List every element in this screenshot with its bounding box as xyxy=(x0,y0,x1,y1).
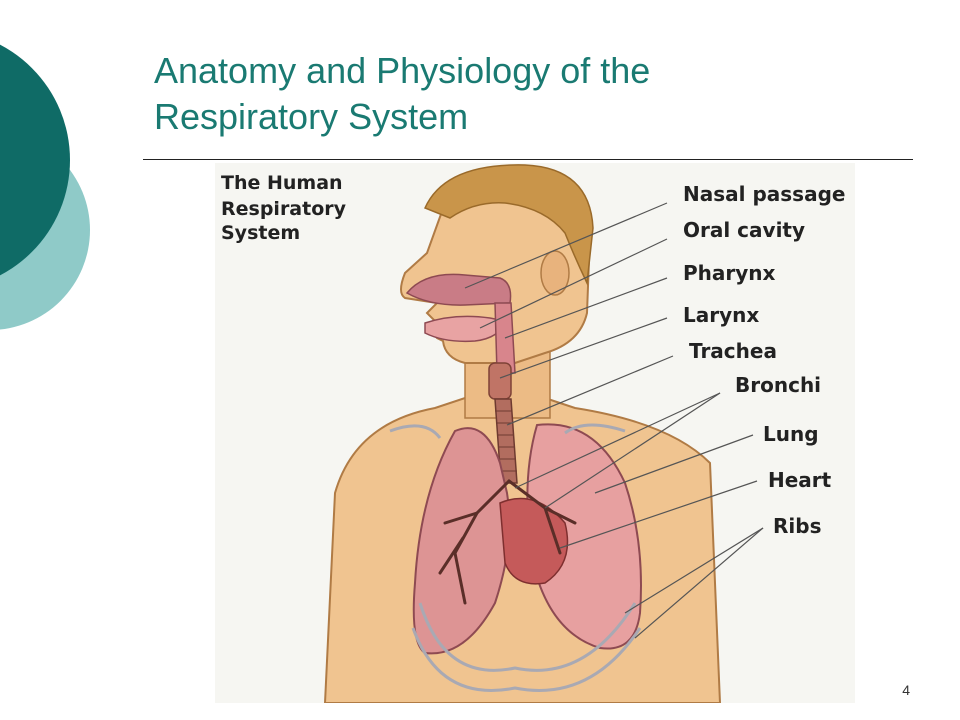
label-nasal-passage: Nasal passage xyxy=(683,182,845,206)
label-larynx: Larynx xyxy=(683,303,759,327)
title-divider xyxy=(143,159,913,160)
bronchi-tree xyxy=(438,479,577,605)
label-bronchi: Bronchi xyxy=(735,373,821,397)
dark-teal-circle xyxy=(0,44,70,276)
title-line-2: Respiratory System xyxy=(154,96,469,137)
caption-line-3: System xyxy=(221,222,300,244)
caption-line-1: The Human xyxy=(221,172,343,194)
caption-line-2: Respiratory xyxy=(221,198,347,220)
ribs-shape xyxy=(389,423,642,692)
respiratory-diagram: The Human Respiratory System xyxy=(215,163,855,703)
label-ribs: Ribs xyxy=(773,514,821,538)
label-oral-cavity: Oral cavity xyxy=(683,218,805,242)
nasal-passage-shape xyxy=(405,273,512,306)
larynx-shape xyxy=(488,362,512,400)
page-number: 4 xyxy=(902,682,910,698)
label-heart: Heart xyxy=(768,468,832,492)
slide-title: Anatomy and Physiology of the Respirator… xyxy=(154,48,914,140)
title-line-1: Anatomy and Physiology of the xyxy=(154,50,651,91)
decorative-circles xyxy=(0,44,90,330)
hair xyxy=(423,164,594,286)
diagram-caption: The Human Respiratory System xyxy=(221,172,353,244)
ear xyxy=(540,250,570,296)
leader-lines xyxy=(464,202,764,639)
label-pharynx: Pharynx xyxy=(683,261,776,285)
label-lung: Lung xyxy=(763,422,819,446)
label-trachea: Trachea xyxy=(689,339,777,363)
